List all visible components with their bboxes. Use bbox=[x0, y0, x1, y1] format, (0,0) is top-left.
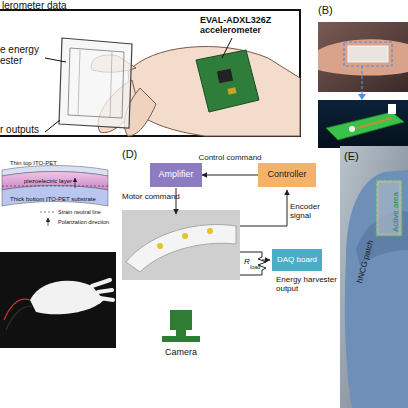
node-text: Controller bbox=[267, 170, 306, 180]
panel-e bbox=[340, 146, 408, 408]
text-label: EVAL-ADXL326Z accelerometer bbox=[200, 16, 296, 36]
patch-electrode bbox=[378, 182, 400, 234]
leader-line bbox=[45, 58, 66, 62]
neutral-line bbox=[2, 186, 108, 187]
text-label: Encoder signal bbox=[290, 203, 336, 221]
process-box: Controller bbox=[258, 163, 316, 187]
panel-c bbox=[0, 166, 116, 349]
node-text: Amplifier bbox=[158, 170, 193, 180]
render-mass bbox=[349, 126, 355, 132]
text-label: Motor command bbox=[122, 193, 180, 202]
text-label: R bbox=[244, 258, 250, 267]
sensor-strip bbox=[348, 46, 388, 62]
text-label: Energy harvester output bbox=[276, 276, 340, 294]
leader-line bbox=[45, 120, 60, 132]
glove-fingers bbox=[92, 280, 113, 300]
legend-dash bbox=[40, 212, 55, 213]
zoom-arrow-head bbox=[358, 94, 366, 100]
text-label: (B) bbox=[318, 4, 333, 16]
energy-harvester-device bbox=[59, 38, 132, 128]
text-label: Polarization direction bbox=[58, 219, 109, 225]
chip bbox=[227, 87, 236, 95]
text-label: lerometer data bbox=[2, 0, 66, 11]
polarization-arrow bbox=[75, 178, 76, 188]
text-label: (D) bbox=[122, 148, 137, 160]
text-label: Thin top ITO-PET bbox=[10, 160, 57, 167]
camera-stand bbox=[176, 330, 186, 336]
text-label: (E) bbox=[344, 150, 359, 162]
accelerometer-board bbox=[196, 50, 259, 112]
text-label: Thick bottom ITO-PET substrate bbox=[10, 196, 96, 203]
device-layer-line bbox=[110, 52, 112, 118]
panel-d bbox=[122, 188, 287, 280]
render-image bbox=[318, 100, 408, 148]
marker-dot bbox=[157, 243, 163, 249]
highlight-box bbox=[344, 42, 392, 66]
thick-bottom-layer bbox=[2, 186, 108, 207]
render-board bbox=[326, 112, 404, 140]
hand-photo bbox=[340, 146, 408, 408]
text-label: load bbox=[250, 264, 260, 270]
camera-body bbox=[170, 310, 192, 330]
edge-label: Control command bbox=[198, 153, 261, 162]
text-label: Strain neutral line bbox=[58, 209, 101, 215]
render-beam bbox=[350, 118, 392, 130]
marker-dot bbox=[207, 228, 213, 234]
wire bbox=[6, 306, 32, 330]
text-label: e energy ester bbox=[0, 44, 46, 66]
hand-sketch bbox=[128, 47, 300, 136]
marker-dot bbox=[182, 233, 188, 239]
robot-finger-photo bbox=[122, 210, 240, 280]
process-box: Amplifier bbox=[150, 163, 202, 187]
blue-glove bbox=[345, 170, 408, 408]
finger-skin bbox=[318, 39, 408, 75]
node-text: Camera bbox=[165, 348, 197, 358]
device-layer-line bbox=[78, 50, 80, 116]
render-clamp bbox=[388, 104, 396, 114]
connector-arrow bbox=[202, 175, 258, 176]
finger-photo bbox=[318, 22, 408, 92]
process-box: DAQ board bbox=[272, 249, 322, 271]
legend-arrow bbox=[48, 218, 49, 226]
text-label: r outputs bbox=[0, 124, 39, 135]
panel-a bbox=[0, 10, 300, 136]
panel-b bbox=[318, 22, 408, 148]
encoder-signal-arrow bbox=[240, 190, 287, 226]
node-text: DAQ board bbox=[277, 256, 317, 265]
glove-photo bbox=[0, 252, 116, 348]
harvester-wire bbox=[240, 270, 262, 275]
robot-finger bbox=[126, 225, 236, 273]
leader-line bbox=[222, 38, 232, 58]
chip bbox=[217, 69, 233, 84]
active-area-outline bbox=[376, 180, 402, 236]
panel-frame bbox=[0, 10, 300, 136]
wire bbox=[4, 299, 30, 320]
camera-base bbox=[162, 336, 200, 342]
harvester-wire bbox=[240, 252, 262, 257]
harvester-output-arrow bbox=[262, 260, 270, 261]
rotated-label: Active area bbox=[392, 192, 401, 232]
zoom-arrow bbox=[361, 66, 362, 98]
device-inner-frame bbox=[68, 48, 124, 118]
camera-icon: Camera bbox=[156, 306, 206, 358]
text-label: piezoelectric layer bbox=[24, 178, 72, 185]
